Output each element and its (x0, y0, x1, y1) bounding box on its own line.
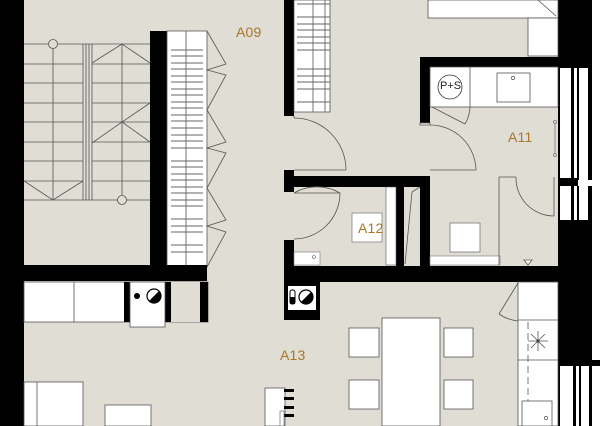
washer-dryer-label: P+S (440, 80, 462, 92)
staircase (23, 39, 151, 205)
bath-top-diagonal (537, 0, 557, 17)
a12-fixture-dot (312, 255, 316, 259)
cabinet-left (171, 282, 200, 322)
wardrobe-left-shelves (171, 31, 203, 267)
sink-drain-icon (511, 76, 515, 80)
sink-right (521, 400, 553, 426)
a12-label-box (351, 212, 383, 243)
wall-center-upper (284, 0, 294, 116)
wall-right-ledge (558, 360, 600, 366)
counter-left-black-3 (200, 282, 208, 322)
wardrobe-center (293, 0, 331, 113)
bath-top (427, 0, 559, 19)
dining-table (381, 317, 441, 426)
niche-top-right (527, 17, 559, 57)
room-label-a13: A13 (280, 347, 306, 363)
wardrobe-left-doors (205, 30, 227, 268)
a12-sliding-door (404, 191, 413, 265)
wall-stair-divider (150, 31, 167, 267)
wall-a12-left-stub (284, 170, 294, 192)
door-a12 (293, 186, 341, 240)
a11-cabinet-door (431, 106, 471, 125)
chair-3 (348, 379, 380, 410)
wall-a12-top (284, 176, 430, 187)
room-label-a09: A09 (236, 24, 262, 40)
wall-mid-right (284, 266, 558, 282)
a12-fixture (293, 251, 321, 266)
room-label-a11: A11 (508, 129, 533, 145)
wall-a11-top (420, 57, 558, 67)
sink-a11 (496, 72, 531, 103)
wall-left (0, 0, 24, 426)
cooktop-star-icon (528, 331, 548, 351)
chair-4 (443, 379, 474, 410)
counter-left-black-1 (124, 282, 130, 322)
radiator-inner (279, 410, 285, 426)
door-kitchen-right (498, 282, 519, 322)
a11-bench (429, 255, 501, 266)
door-corridor (293, 116, 347, 171)
wall-right-lower (558, 280, 592, 366)
burner-large-icon (146, 288, 162, 304)
room-label-a12: A12 (358, 220, 384, 236)
counter-left-black-2 (165, 282, 171, 322)
a12-sliding-door-2 (411, 186, 421, 193)
door-a11 (419, 122, 477, 171)
wall-a11-a12 (420, 176, 430, 266)
wall-right-mid (558, 178, 578, 186)
wall-a11-left (420, 57, 430, 123)
a12-shelf (385, 186, 397, 266)
wardrobe-center-shelves (297, 0, 330, 112)
window-upper (558, 68, 592, 280)
grab-bar (553, 120, 557, 157)
window-lower (558, 366, 592, 426)
stove-right-burners-icon (289, 289, 314, 305)
washer-dryer-icon (437, 74, 463, 100)
sink-right-drain-icon (544, 416, 548, 420)
cabinet-lower-left (23, 381, 84, 426)
shower (498, 176, 555, 266)
wall-a12-right (396, 176, 404, 266)
a11-toilet (449, 222, 481, 253)
chair-2 (443, 327, 474, 358)
wardrobe-left (166, 30, 208, 268)
wall-right-upper (558, 0, 592, 68)
radiator-fins (284, 389, 294, 417)
burner-small-icon (134, 293, 140, 299)
stove-left (129, 281, 166, 328)
box-lower-left (104, 404, 152, 426)
wall-mid-left (24, 265, 207, 281)
chair-1 (348, 327, 380, 358)
